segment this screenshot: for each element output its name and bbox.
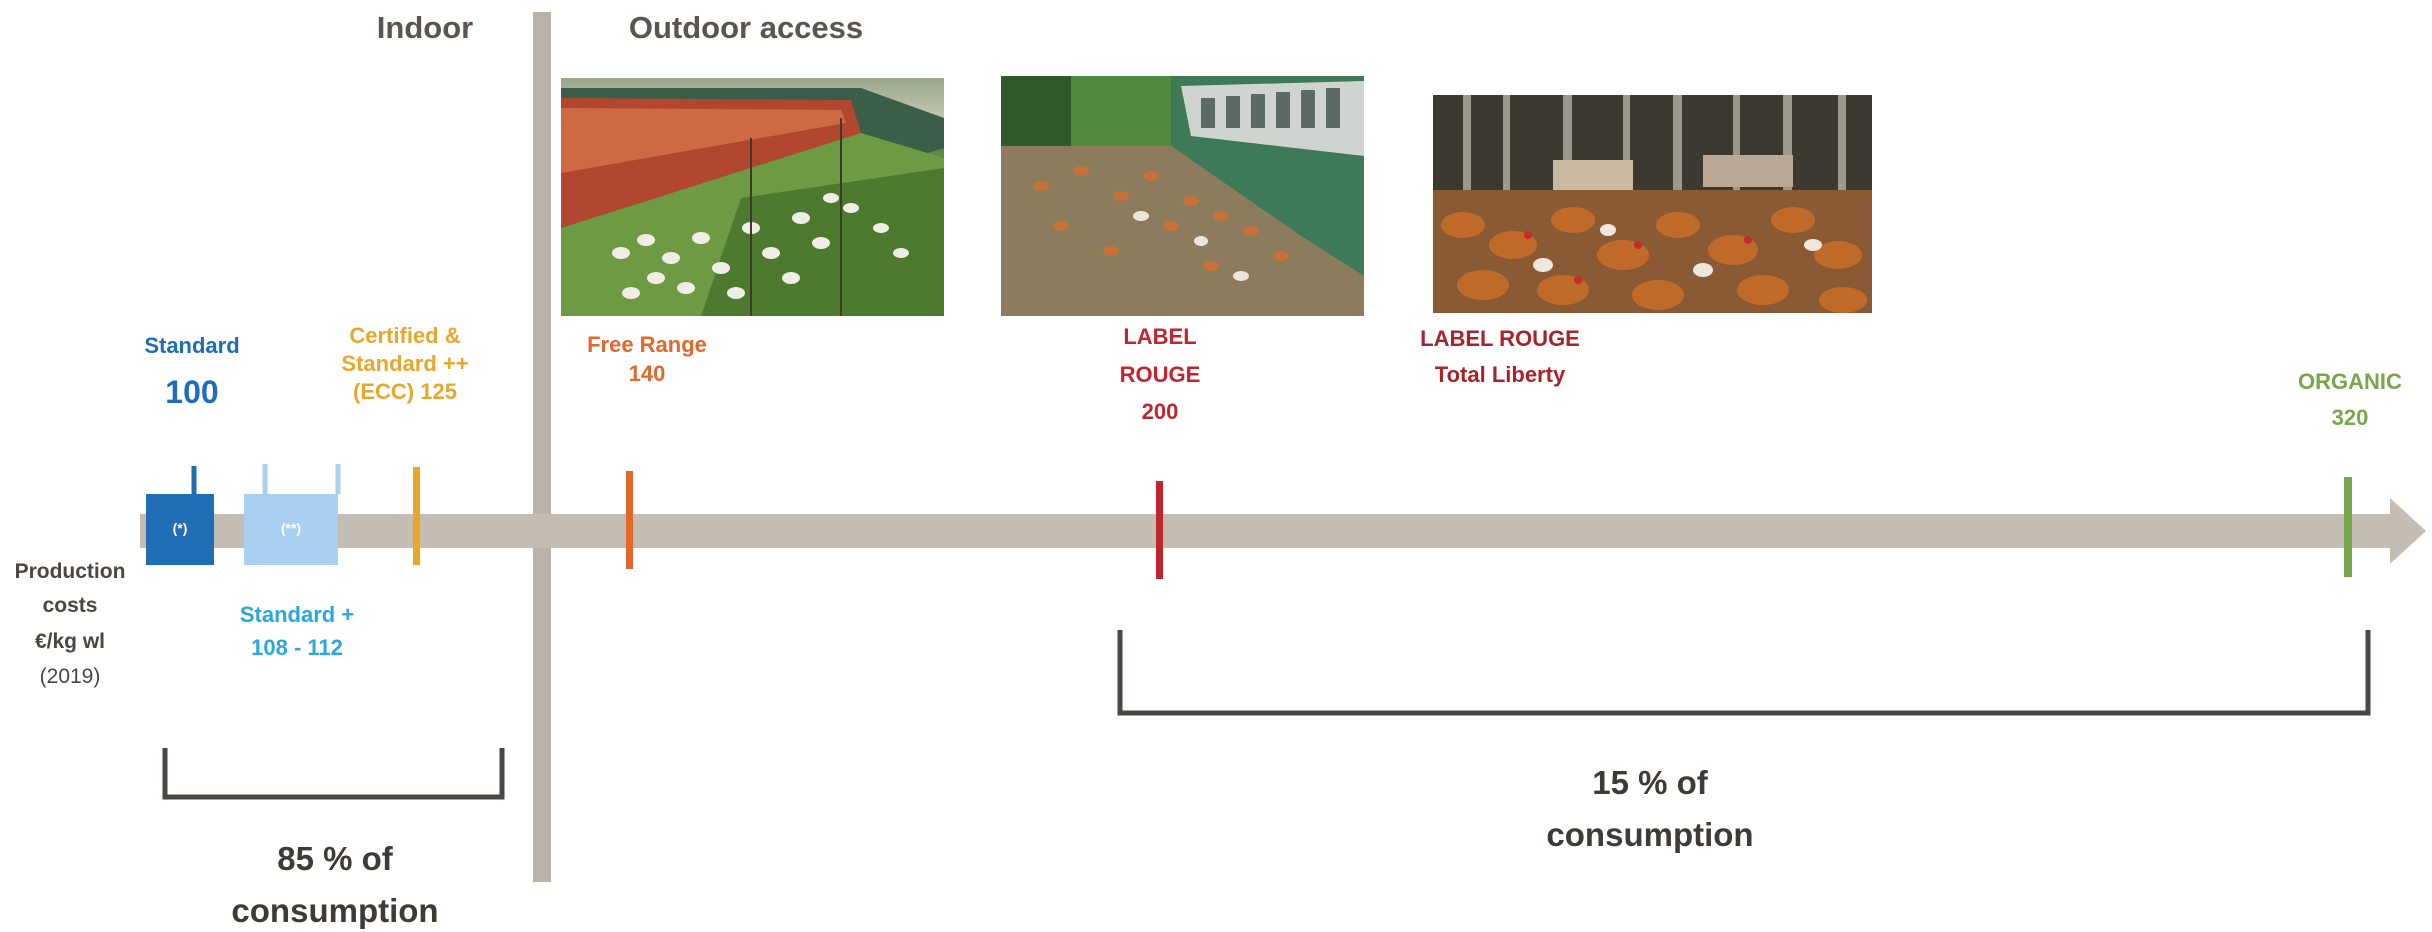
consumption-85-line2: consumption <box>231 892 439 929</box>
standard-marker-text: (*) <box>172 520 188 536</box>
indoor-header: Indoor <box>376 10 474 45</box>
label-rouge-line2: ROUGE <box>1119 362 1201 387</box>
standard-cost: 100 <box>165 374 219 410</box>
axis-label-year: (2019) <box>39 665 101 688</box>
axis-label-line2: costs <box>42 594 98 617</box>
consumption-15-line2: consumption <box>1546 816 1754 853</box>
arrow-head <box>2390 498 2426 564</box>
certified-tick <box>413 467 420 565</box>
axis-label-line3: €/kg wl <box>34 630 106 653</box>
standard-plus-marker-text: (**) <box>280 520 302 536</box>
consumption-15-line1: 15 % of <box>1592 764 1708 801</box>
standard-plus-marker-box <box>244 494 338 565</box>
standard-plus-label: Standard + <box>239 602 355 627</box>
standard-marker-box <box>146 494 214 565</box>
cost-axis-arrow <box>140 514 2395 548</box>
certified-line2: Standard ++ <box>341 351 469 376</box>
poultry-house-dirt-yard-photo <box>1001 76 1364 316</box>
standard-plus-cost: 108 - 112 <box>251 635 343 660</box>
indoor-outdoor-divider <box>533 12 551 882</box>
axis-label-line1: Production <box>14 560 126 583</box>
label-rouge-tl-line1: LABEL ROUGE <box>1420 326 1580 351</box>
organic-cost: 320 <box>2331 405 2369 430</box>
organic-tick <box>2344 477 2352 577</box>
certified-line1: Certified & <box>349 323 461 348</box>
label-rouge-tl-line2: Total Liberty <box>1434 362 1566 387</box>
free-range-label: Free Range <box>587 332 707 357</box>
consumption-85-line1: 85 % of <box>277 840 393 877</box>
hens-in-forest-photo <box>1433 95 1872 313</box>
poultry-house-grass-photo <box>561 78 944 316</box>
label-rouge-tick <box>1156 481 1163 579</box>
certified-line3: (ECC) 125 <box>353 379 457 404</box>
label-rouge-cost: 200 <box>1141 399 1179 424</box>
standard-label: Standard <box>144 333 240 358</box>
organic-label: ORGANIC <box>2298 369 2402 394</box>
bracket-15-percent <box>1117 630 2371 716</box>
outdoor-header: Outdoor access <box>628 10 864 45</box>
free-range-tick <box>626 471 633 569</box>
label-rouge-line1: LABEL <box>1123 324 1197 349</box>
bracket-85-percent <box>162 748 505 800</box>
free-range-cost: 140 <box>628 361 666 386</box>
